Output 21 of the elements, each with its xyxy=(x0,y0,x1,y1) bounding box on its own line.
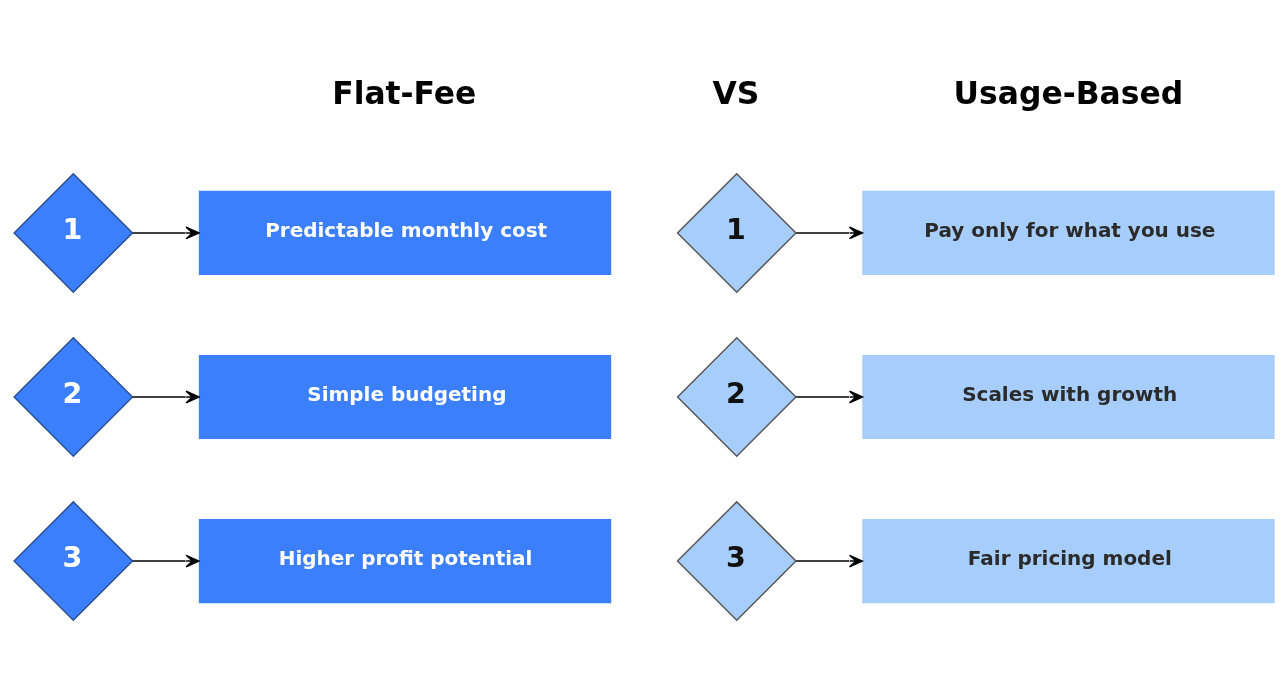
label: Usage-Based xyxy=(953,74,1184,111)
arrow xyxy=(132,225,200,239)
arrow xyxy=(795,554,864,568)
label: VS xyxy=(712,74,760,111)
node-diamond: 3 xyxy=(13,500,134,621)
arrow xyxy=(795,390,864,403)
arrow xyxy=(132,554,200,568)
node-box: Predictable monthly cost xyxy=(198,190,612,275)
arrow xyxy=(795,225,864,239)
arrow xyxy=(132,390,200,403)
node-box: Pay only for what you use xyxy=(862,190,1275,275)
node-diamond: 1 xyxy=(13,172,134,293)
node-box: Fair pricing model xyxy=(862,518,1275,603)
node-diamond: 1 xyxy=(676,172,797,293)
node-diamond: 2 xyxy=(676,336,797,457)
label: Flat-Fee xyxy=(332,74,477,111)
node-box: Higher profit potential xyxy=(198,518,612,603)
node-diamond: 2 xyxy=(13,336,134,457)
node-diamond: 3 xyxy=(676,500,797,621)
node-box: Simple budgeting xyxy=(198,354,612,439)
node-box: Scales with growth xyxy=(862,354,1275,439)
